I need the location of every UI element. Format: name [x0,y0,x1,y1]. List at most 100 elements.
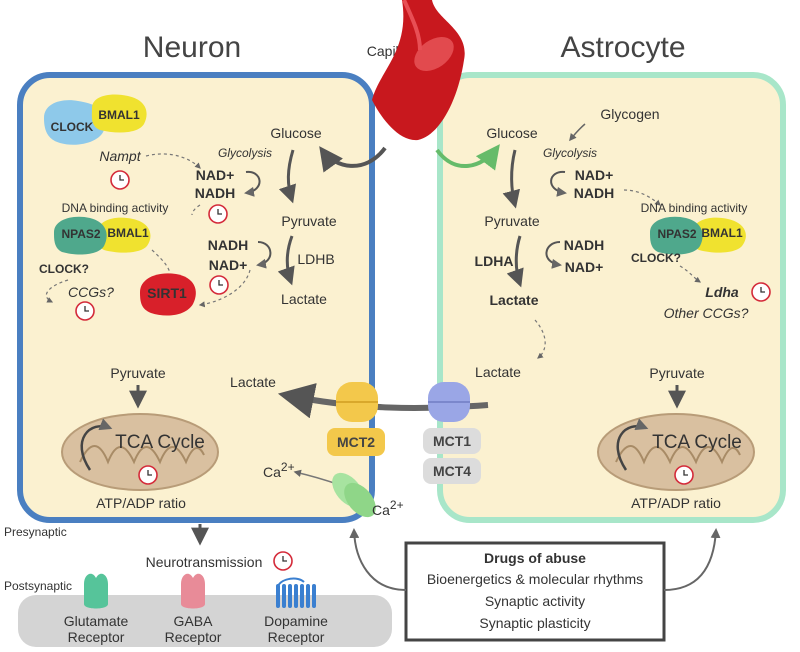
npas2-protein [54,216,107,255]
astrocyte-npas2-bmal1-complex: NPAS2 BMAL1 [650,216,746,255]
mct4-label: MCT4 [433,463,471,479]
glycogen-arrow [569,123,586,142]
npas2-label: NPAS2 [61,227,100,241]
neuron-ccgs-label: CCGs? [68,284,114,300]
neuron-pyruvate-label: Pyruvate [281,213,336,229]
ca-right-label: Ca2+ [372,498,404,518]
neuron-dna-binding-label: DNA binding activity [62,201,169,215]
glycogen-label: Glycogen [600,106,659,122]
neuron-tca-label: TCA Cycle [115,432,205,453]
clock-icon [751,282,771,302]
mct1-badge [423,428,481,454]
astrocyte-lactate-bold-label: Lactate [489,292,538,308]
astrocyte-mitochondrion [597,413,755,491]
astrocyte-nadh-dashed [623,189,661,206]
postsynaptic-label: Postsynaptic [4,579,72,593]
glutamate-label-2: Receptor [68,629,125,645]
dopamine-receptor [276,577,316,608]
neuron-npas2-bmal1-complex: NPAS2 BMAL1 [54,216,151,255]
clock-bmal1-complex: CLOCK BMAL1 [44,94,147,145]
capillary-to-neuron-arrow [319,146,387,173]
presynaptic-label: Presynaptic [4,525,67,539]
astrocyte-atp-label: ATP/ADP ratio [631,495,721,511]
postsynaptic-membrane [18,595,392,647]
dopamine-label-2: Receptor [268,629,325,645]
nad-to-sirt1-dashed [198,269,251,308]
clock-icon [75,301,95,321]
clock-protein [44,100,106,145]
astrocyte-nadh2-label: NADH [564,237,604,253]
astrocyte-dna-binding-label: DNA binding activity [641,201,748,215]
neuron-pyruvate-to-lactate-arrow [277,235,295,286]
astrocyte-nadplus2-label: NAD+ [565,259,604,275]
neuron-nadh-label: NADH [195,185,235,201]
astrocyte-title: Astrocyte [560,31,685,64]
astrocyte-nad-cycle-arrow [550,170,567,197]
neuron-glucose-label: Glucose [270,125,322,141]
neuron-mitochondrion [61,413,219,491]
clock-icon [138,465,158,485]
ldha-label: LDHA [475,253,514,269]
astrocyte-cell [437,72,786,523]
neuron-nadh2-label: NADH [208,237,248,253]
sirt1-protein: SIRT1 [140,273,196,316]
astrocyte-tca-label: TCA Cycle [652,432,742,453]
mct2-badge [327,428,385,456]
capillary-to-astrocyte-arrow [435,144,500,171]
mct1-label: MCT1 [433,433,471,449]
gaba-receptor [181,573,205,609]
ca-left-label: Ca2+ [263,460,295,480]
clock-icon [209,275,229,295]
other-ccgs-label: Other CCGs? [664,305,749,321]
astrocyte-glycolysis-label: Glycolysis [543,146,597,160]
bmal1-label: BMAL1 [701,226,743,240]
neuron-tca-cycle-arrow [80,418,113,471]
mct4-badge [423,458,481,484]
drugs-to-neuron-arrow [349,528,407,591]
drugs-line-2: Synaptic activity [485,593,585,609]
astrocyte-glucose-to-pyruvate-arrow [502,149,520,209]
astrocyte-glucose-label: Glucose [486,125,538,141]
clock-icon [674,465,694,485]
astrocyte-nadh-cycle-arrow [545,241,562,269]
clock-label: CLOCK [51,120,94,134]
ldhb-label: LDHB [297,251,334,267]
npas2-protein [650,216,703,255]
neuron-nadplus-label: NAD+ [196,167,235,183]
bmal1-protein [91,94,147,133]
neuron-nadplus2-label: NAD+ [209,257,248,273]
neuron-lactate-label: Lactate [281,291,327,307]
calcium-channel [332,472,376,518]
nampt-arrow [145,153,201,169]
astrocyte-tca-cycle-arrow [616,418,649,471]
bmal1-protein [97,217,151,253]
neuron-glucose-to-pyruvate-arrow [278,149,296,204]
clock-icon [273,551,293,571]
drugs-line-1: Bioenergetics & molecular rhythms [427,571,643,587]
astrocyte-pyruvate-label: Pyruvate [484,213,539,229]
gaba-label-2: Receptor [165,629,222,645]
neuron-nadh-cycle-arrow [256,241,272,269]
neuron-pyruvate2-label: Pyruvate [110,365,165,381]
astrocyte-pyruvate-to-lactate-arrow [506,235,524,288]
astrocyte-lactate-export-dashed [534,319,546,359]
dopamine-label-1: Dopamine [264,613,328,629]
astrocyte-ccgs-dashed-arrow [679,265,701,283]
nampt-label: Nampt [99,148,141,164]
capillary-vessel [372,0,465,141]
glutamate-label-1: Glutamate [64,613,129,629]
mct2-label: MCT2 [337,434,375,450]
astrocyte-lactate-label: Lactate [475,364,521,380]
drugs-to-astrocyte-arrow [663,528,721,591]
npas2-label: NPAS2 [657,227,696,241]
glutamate-receptor [84,573,108,609]
neuron-atp-label: ATP/ADP ratio [96,495,186,511]
gaba-label-1: GABA [174,613,214,629]
astrocyte-pyruvate2-label: Pyruvate [649,365,704,381]
mct1-transporter [428,382,470,422]
astrocyte-clock-q-label: CLOCK? [631,251,681,265]
transport-lactate-label: Lactate [230,374,276,390]
mct2-transporter [336,382,378,422]
drugs-box [404,541,666,642]
